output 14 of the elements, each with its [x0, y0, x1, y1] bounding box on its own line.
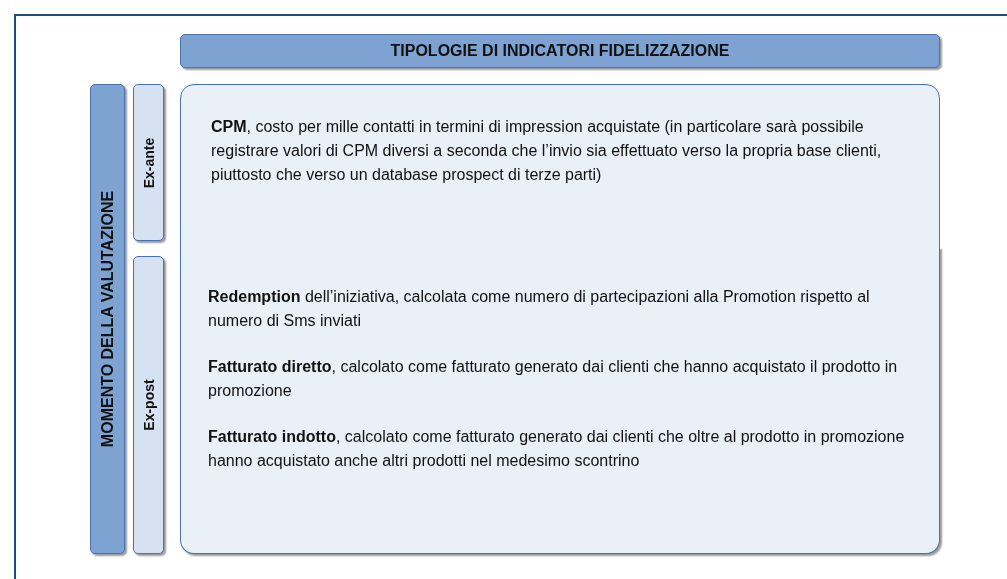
- side-band: [90, 84, 125, 554]
- indicator-description: Fatturato diretto, calcolato come fatturato generato dai clienti che hanno acquistato il prodotto in promozione: [208, 357, 899, 401]
- indicator-description: Redemption dell’iniziativa, calcolata come numero di partecipazioni alla Promotion rispetto al numero di Sms inviati: [208, 287, 871, 331]
- indicator-description: Fatturato indotto, calcolato come fatturato generato dai clienti che oltre al prodotto in promozione hanno acquistato anche altri prodotti nel medesimo scontrino: [208, 427, 906, 471]
- tab-label: Ex-post: [140, 379, 157, 431]
- tab-label: Ex-ante: [140, 137, 157, 188]
- band-label: MOMENTO DELLA VALUTAZIONE: [98, 190, 117, 448]
- header-band: [180, 34, 940, 68]
- content-panel: [180, 247, 940, 554]
- phase-tab: [133, 84, 164, 241]
- heading: TIPOLOGIE DI INDICATORI FIDELIZZAZIONE: [390, 42, 730, 60]
- content-panel: [180, 84, 940, 248]
- phase-tab: [133, 256, 164, 554]
- indicator-description: CPM, costo per mille contatti in termini di impression acquistate (in particolare sarà possibile registrare valori di CPM diversi a seconda che l’invio sia effettuato verso la propria base clienti, piuttosto che verso un database prospect di terze parti): [211, 117, 883, 185]
